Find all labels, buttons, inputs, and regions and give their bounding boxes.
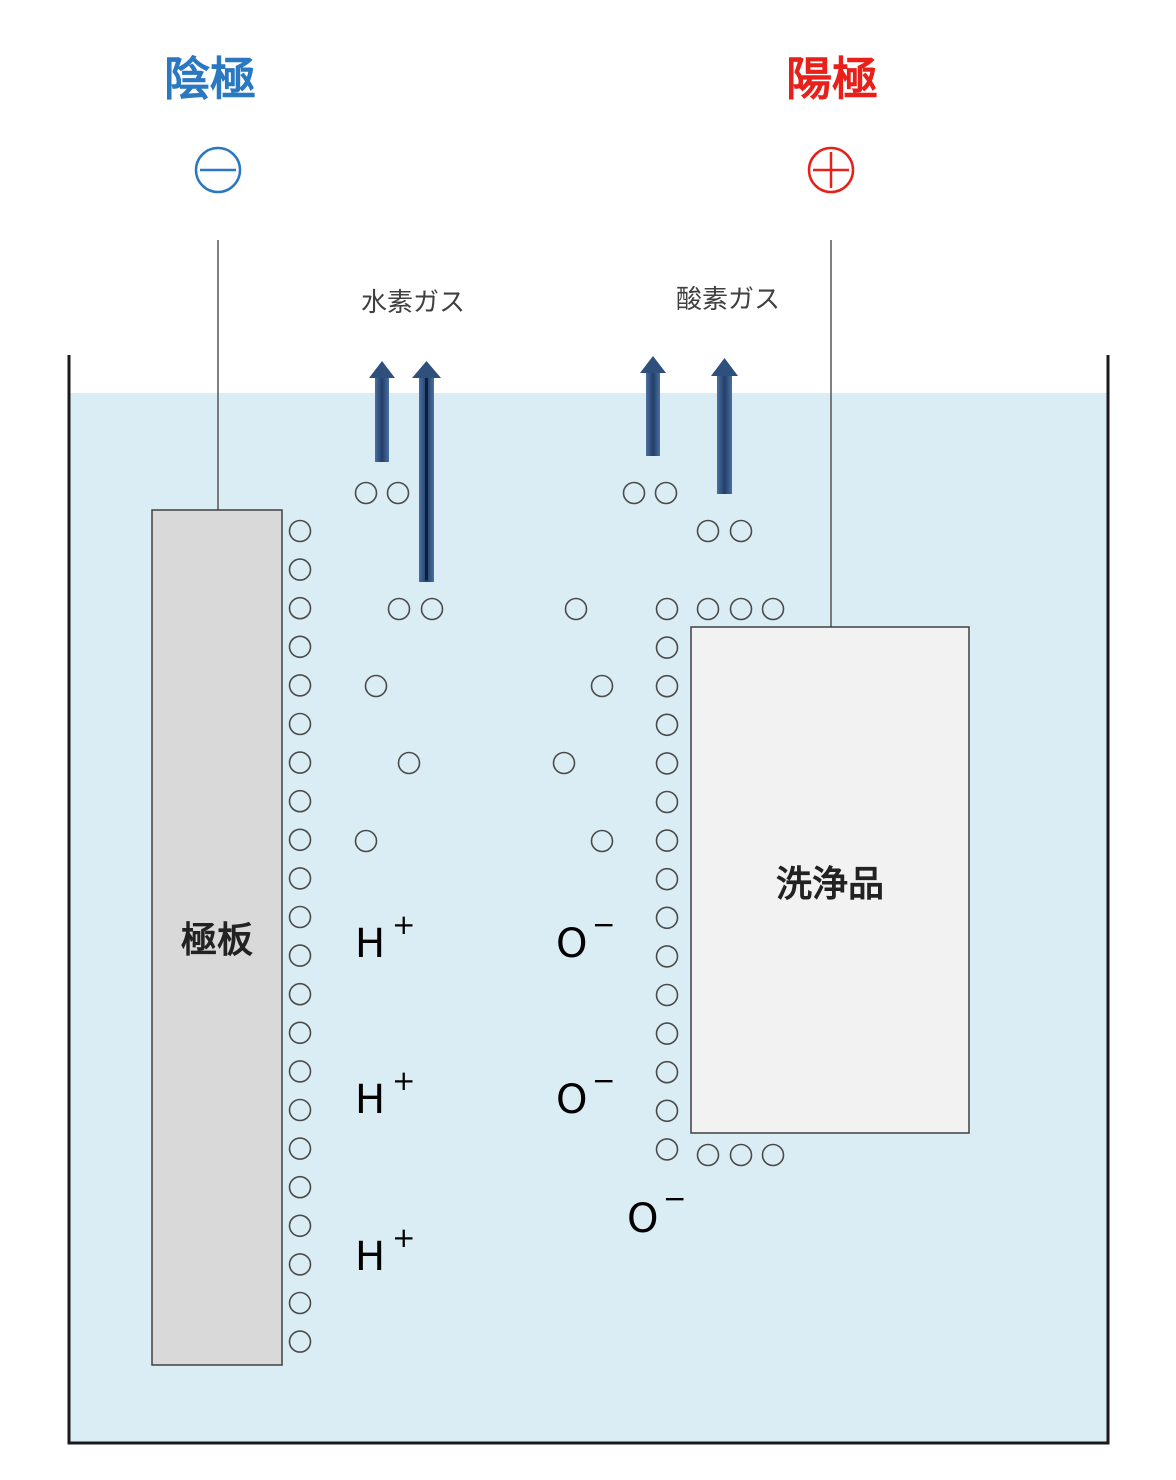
cathode-plate-label: 極板 — [181, 920, 253, 961]
bubble — [288, 1330, 312, 1353]
bubble — [288, 596, 312, 620]
bubble — [288, 982, 312, 1006]
bubble — [654, 481, 678, 505]
bubble — [761, 597, 785, 621]
svg-text:+: + — [392, 1064, 415, 1097]
anode-label: 陽極 — [786, 52, 878, 106]
bubble — [590, 674, 614, 698]
tank-outline — [67, 355, 1110, 1445]
bubble — [655, 1138, 679, 1161]
bubble — [288, 635, 312, 659]
svg-text:O: O — [556, 1077, 587, 1123]
oxygen-arrow-icon — [640, 356, 666, 456]
bubble — [364, 674, 388, 698]
bubble — [729, 1143, 753, 1167]
oxygen-ion: O − — [556, 1064, 615, 1123]
bubble — [354, 481, 378, 505]
bubble — [655, 1022, 679, 1045]
bubble — [655, 983, 679, 1007]
bubble — [386, 481, 410, 505]
bubble — [655, 752, 679, 775]
bubble — [288, 1253, 312, 1276]
oxygen-ion: O − — [627, 1182, 686, 1242]
bubble — [288, 1137, 312, 1160]
bubble — [552, 751, 576, 775]
bubble — [288, 519, 312, 543]
plus-sign-icon — [807, 146, 855, 194]
bubble — [655, 1060, 679, 1084]
svg-text:H: H — [355, 1234, 385, 1280]
bubble — [288, 944, 312, 967]
oxygen-gas-label: 酸素ガス — [676, 285, 780, 315]
cathode-plate — [151, 509, 283, 1366]
bubble — [420, 597, 444, 621]
hydrogen-ion: H + — [355, 1221, 415, 1280]
minus-sign-icon — [194, 146, 242, 194]
bubble — [696, 1143, 720, 1167]
bubble — [288, 905, 312, 929]
bubble — [696, 519, 720, 543]
bubble — [590, 829, 614, 853]
cathode-label: 陰極 — [164, 52, 256, 106]
bubble — [655, 829, 679, 852]
workpiece-label: 洗浄品 — [776, 864, 884, 905]
workpiece — [690, 626, 970, 1134]
svg-text:−: − — [592, 908, 615, 941]
bubble — [288, 1021, 312, 1045]
oxygen-arrow-icon — [711, 358, 738, 494]
bubble — [288, 828, 312, 852]
bubble — [288, 789, 312, 813]
svg-text:+: + — [392, 908, 415, 941]
svg-text:H: H — [355, 1077, 385, 1123]
svg-text:O: O — [556, 921, 587, 967]
svg-text:+: + — [392, 1221, 415, 1254]
bubble — [288, 867, 312, 890]
bubble — [622, 481, 646, 505]
bubble — [387, 597, 411, 621]
hydrogen-gas-label: 水素ガス — [361, 288, 465, 318]
bubble — [761, 1143, 785, 1167]
bubble — [397, 751, 421, 775]
bubble — [655, 636, 679, 659]
bubble — [288, 1175, 312, 1199]
bubble — [696, 597, 720, 621]
bubble — [288, 1060, 312, 1083]
bubble — [288, 712, 312, 736]
bubble — [655, 674, 679, 698]
hydrogen-ion: H + — [355, 908, 415, 967]
svg-text:−: − — [663, 1182, 686, 1215]
bubble — [655, 906, 679, 930]
bubble — [288, 1098, 312, 1122]
hydrogen-ion: H + — [355, 1064, 415, 1123]
bubble — [655, 867, 679, 891]
bubble — [729, 597, 753, 621]
bubble — [288, 558, 312, 581]
svg-text:O: O — [627, 1196, 658, 1242]
oxygen-ion: O − — [556, 908, 615, 967]
gas-bubbles — [288, 481, 785, 1353]
bubble — [655, 1099, 679, 1123]
bubble — [655, 790, 679, 814]
svg-text:−: − — [592, 1064, 615, 1097]
bubble — [354, 829, 378, 853]
hydrogen-arrow-icon — [412, 361, 441, 582]
bubble — [288, 674, 312, 697]
svg-text:H: H — [355, 921, 385, 967]
hydrogen-arrow-icon — [369, 361, 395, 462]
bubble — [655, 713, 679, 737]
bubble — [288, 751, 312, 774]
bubble — [655, 597, 679, 621]
bubble — [288, 1214, 312, 1238]
bubble — [564, 597, 588, 621]
bubble — [729, 519, 753, 543]
bubble — [288, 1291, 312, 1315]
bubble — [655, 945, 679, 968]
